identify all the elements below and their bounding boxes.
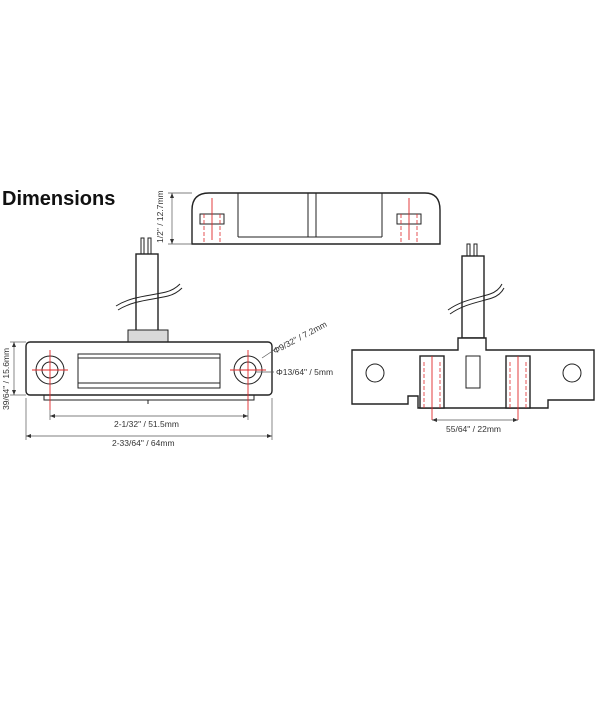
length-label: 2-33/64" / 64mm: [112, 438, 175, 448]
thickness-label: 39/64" / 15.6mm: [1, 348, 11, 410]
outer-diameter-label: Φ9/32" / 7.2mm: [271, 319, 328, 356]
front-view: 39/64" / 15.6mm 2-1/32" / 51.5mm 2-33/64…: [1, 237, 333, 448]
side-view: 1/2" / 12.7mm: [155, 190, 441, 245]
width-label: 55/64" / 22mm: [446, 424, 501, 434]
page-title: Dimensions: [2, 188, 116, 210]
hole-diameter-label: Φ13/64" / 5mm: [276, 367, 333, 377]
height-label: 1/2" / 12.7mm: [155, 190, 165, 243]
hole-spacing-label: 2-1/32" / 51.5mm: [114, 419, 179, 429]
end-view: 55/64" / 22mm: [351, 243, 595, 434]
